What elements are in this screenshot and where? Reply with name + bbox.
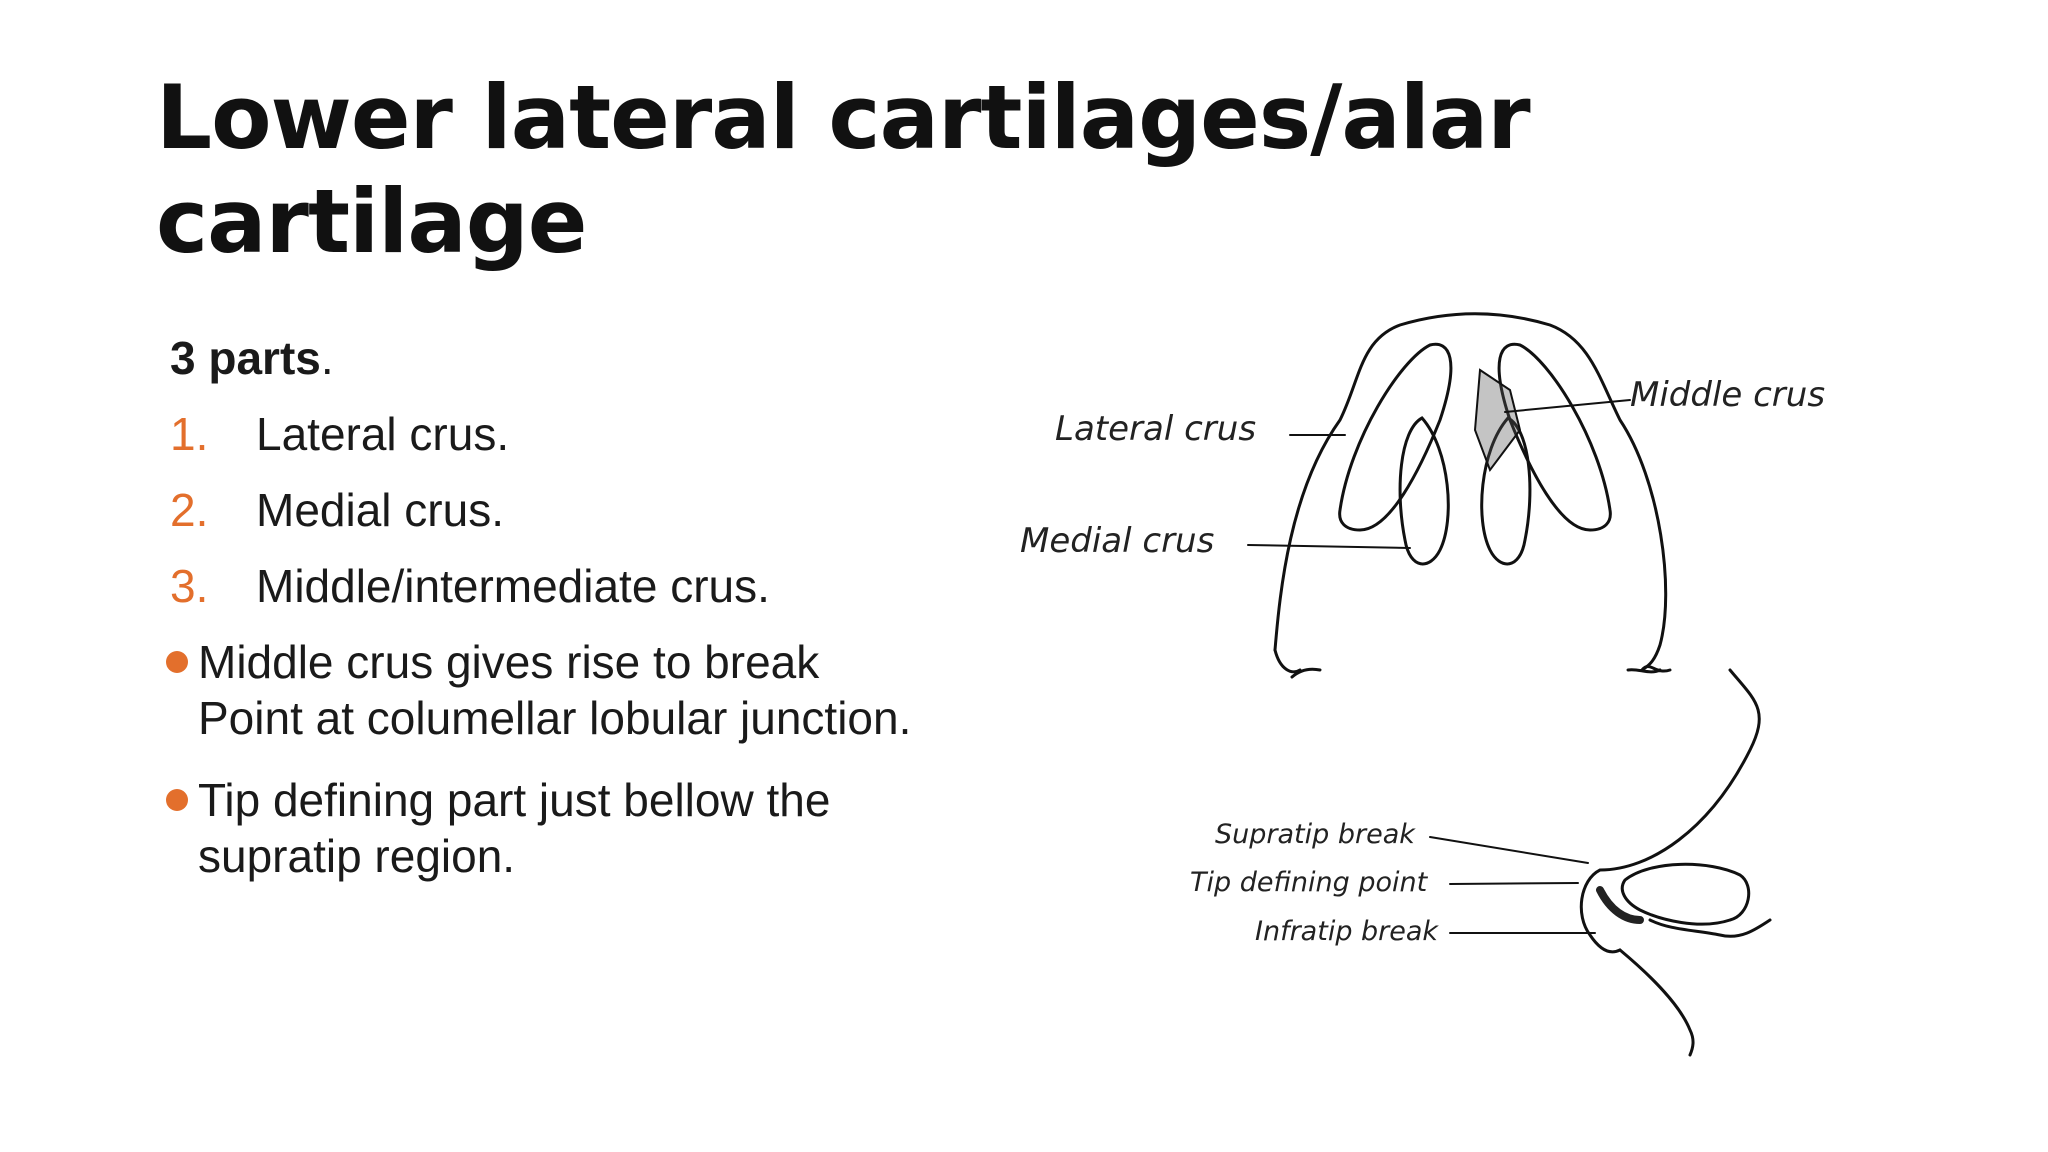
- profile-view-diagram: [1429, 668, 1772, 1057]
- content-list: 3 parts. 1. Lateral crus. 2. Medial crus. …: [166, 330, 1050, 910]
- medial-crus-label: Medial crus: [1020, 521, 1214, 561]
- list-text: Lateral crus.: [256, 408, 510, 460]
- middle-leader-line: [1504, 399, 1631, 413]
- lateral-crus-label: Lateral crus: [1055, 409, 1256, 449]
- list-number: 3.: [170, 560, 209, 612]
- profile-dorsum: [1579, 668, 1761, 954]
- lateral-crus-left: [1338, 342, 1453, 532]
- nose-outline-right-base: [1626, 665, 1672, 674]
- tip-defining-point-label: Tip defining point: [1190, 867, 1429, 898]
- medial-crus-right: [1480, 416, 1532, 566]
- bullet-line: Middle crus gives rise to break: [198, 636, 820, 688]
- list-number: 2.: [170, 484, 209, 536]
- intro-line: 3 parts.: [170, 330, 1050, 386]
- profile-ala: [1620, 862, 1751, 926]
- nose-outline: [1273, 312, 1668, 672]
- list-number: 1.: [170, 408, 209, 460]
- bullet-line: Tip defining part just bellow the: [198, 774, 831, 826]
- basal-view-diagram: [1247, 312, 1672, 679]
- profile-nostril: [1648, 918, 1772, 938]
- numbered-list: 1. Lateral crus. 2. Medial crus. 3. Middle/…: [170, 406, 1050, 614]
- bullet-line: supratip region.: [198, 830, 516, 882]
- nasal-cartilage-diagram: Lateral crus Medial crus Middle crus Sup…: [1010, 230, 1870, 1060]
- bullet-dot-icon: [166, 651, 188, 673]
- bullet-dot-icon: [166, 789, 188, 811]
- intro-rest: .: [320, 332, 334, 384]
- lateral-crus-right: [1497, 342, 1612, 532]
- tip-defining-dark: [1596, 886, 1644, 924]
- tip-leader-line: [1449, 882, 1579, 885]
- slide-title: Lower lateral cartilages/alar cartilage: [156, 66, 1531, 273]
- list-item: 2. Medial crus.: [170, 482, 1050, 538]
- profile-columella: [1618, 948, 1695, 1057]
- medial-crus-left: [1398, 416, 1450, 566]
- medial-leader-line: [1247, 544, 1411, 549]
- middle-crus-label: Middle crus: [1630, 375, 1825, 415]
- list-item: 1. Lateral crus.: [170, 406, 1050, 462]
- supratip-leader-line: [1429, 836, 1589, 864]
- nose-outline-left-base: [1273, 648, 1322, 679]
- supratip-break-label: Supratip break: [1215, 819, 1416, 850]
- list-item: 3. Middle/intermediate crus.: [170, 558, 1050, 614]
- infratip-break-label: Infratip break: [1255, 916, 1439, 947]
- bullet-line: Point at columellar lobular junction.: [198, 692, 912, 744]
- list-text: Middle/intermediate crus.: [256, 560, 770, 612]
- list-text: Medial crus.: [256, 484, 504, 536]
- intro-bold: 3 parts: [170, 332, 321, 384]
- middle-crus-shaded: [1473, 368, 1522, 473]
